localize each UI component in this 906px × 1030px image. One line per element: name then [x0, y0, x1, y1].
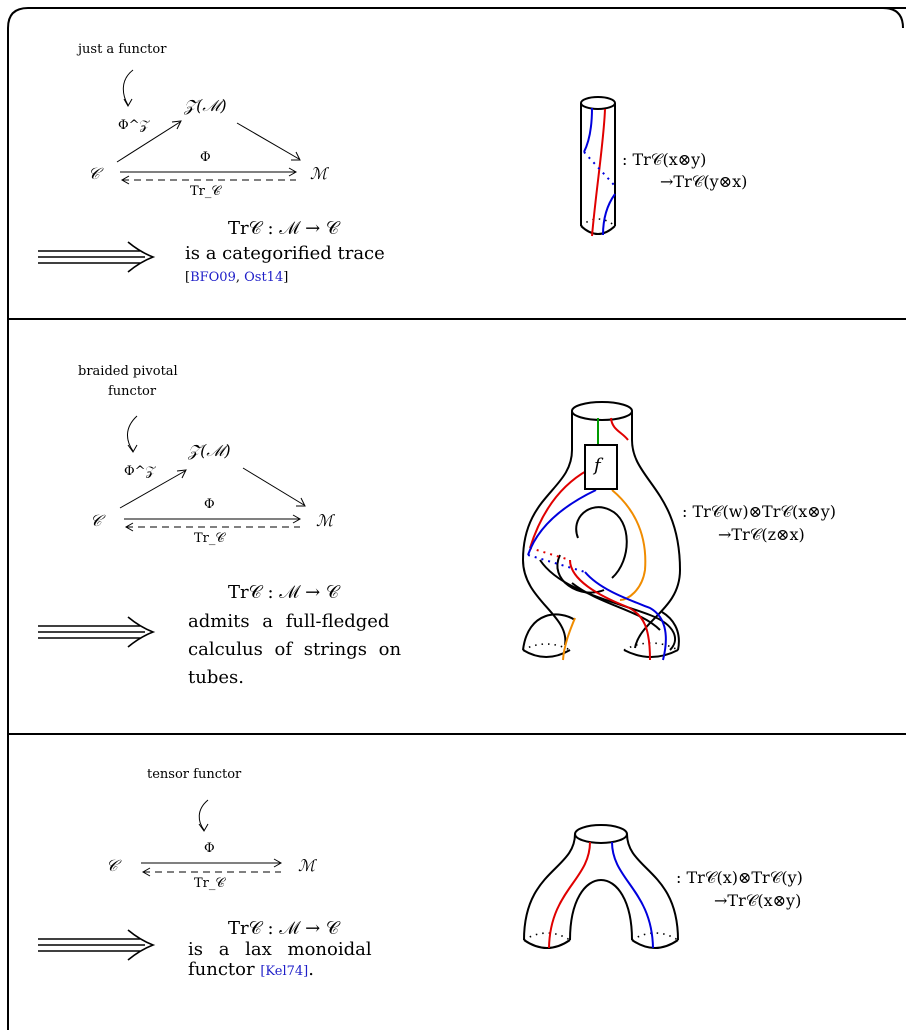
annotation-arrow: [122, 69, 134, 106]
cite-link-ost14[interactable]: Ost14: [244, 270, 284, 285]
panel2-map-line1: : Tr𝒞(w)⊗Tr𝒞(x⊗y): [682, 502, 836, 521]
panel1-arrow-lift-label: Φ^𝒵: [118, 118, 150, 133]
cite-link-bfo09[interactable]: BFO09: [190, 270, 236, 285]
panel3-statement-line3: functor [Kel74].: [188, 959, 314, 980]
panel2-statement-line3: calculus of strings on: [188, 639, 402, 660]
implies-arrow-3: [38, 929, 156, 961]
implies-arrow-1: [38, 241, 156, 273]
panel3-arrow-top-label: Φ: [204, 841, 215, 856]
red-string-top: [610, 417, 629, 441]
outer-border: [7, 7, 906, 1030]
panel2-arrow-top-label: Φ: [204, 497, 215, 512]
panel1-node-left: 𝒞: [88, 164, 100, 183]
orange-string: [611, 489, 647, 601]
panel2-node-center: 𝒵(ℳ): [188, 441, 231, 460]
panel1-node-center: 𝒵(ℳ): [184, 96, 227, 115]
arrow-forget: [236, 122, 300, 160]
annotation-arrow: [198, 799, 209, 831]
panel2-statement-line4: tubes.: [188, 667, 244, 688]
panel2-annotation-line1: braided pivotal: [78, 364, 178, 379]
panel1-map-line1: : Tr𝒞(x⊗y): [622, 150, 707, 169]
blue-string: [583, 107, 593, 153]
panel3-statement-line2: is a lax monoidal: [188, 939, 372, 960]
panel3-map-line2: →Tr𝒞(x⊗y): [714, 891, 802, 910]
panel3-diagram: [141, 799, 283, 877]
panel2-arrow-bottom-label: Tr_𝒞: [194, 531, 225, 546]
panel1-arrow-top-label: Φ: [200, 150, 211, 165]
panel2-node-right: ℳ: [316, 511, 334, 530]
annotation-arrow: [127, 415, 138, 452]
cite-link-kel74[interactable]: [Kel74]: [260, 964, 309, 979]
panel2-map-line2: →Tr𝒞(z⊗x): [718, 525, 805, 544]
panel3-arrow-bottom-label: Tr_𝒞: [194, 876, 225, 891]
panel1-commutative-diagram: [116, 69, 301, 185]
panel1-citation: [BFO09, Ost14]: [185, 270, 289, 285]
red-string: [548, 841, 591, 949]
cylinder-tube: [580, 96, 616, 237]
panel3-annotation: tensor functor: [147, 767, 242, 782]
panel2-annotation-line2: functor: [108, 384, 157, 399]
blue-string: [611, 841, 654, 949]
panel1-map-line2: →Tr𝒞(y⊗x): [660, 172, 748, 191]
blue-string: [527, 489, 597, 556]
panel1-annotation: just a functor: [78, 42, 167, 57]
panel1-statement-line1: Tr𝒞 : ℳ → 𝒞: [228, 218, 340, 239]
implies-arrow-2: [38, 616, 156, 648]
red-string: [591, 108, 606, 237]
braided-tube-surface: [521, 401, 682, 661]
panel2-box-label: f: [594, 455, 601, 476]
panel2-commutative-diagram: [119, 415, 306, 532]
arrow-lift: [116, 121, 181, 163]
panel2-statement-line1: Tr𝒞 : ℳ → 𝒞: [228, 582, 340, 603]
panel2-arrow-lift-label: Φ^𝒵: [124, 464, 156, 479]
panel3-statement-line1: Tr𝒞 : ℳ → 𝒞: [228, 918, 340, 939]
red-string: [529, 469, 589, 549]
morphism-box: [584, 444, 618, 490]
panel1-arrow-bottom-label: Tr_𝒞: [190, 184, 221, 199]
panel3-map-line1: : Tr𝒞(x)⊗Tr𝒞(y): [676, 868, 803, 887]
panel2-statement-line2: admits a full-fledged: [188, 611, 390, 632]
panel3-node-right: ℳ: [298, 856, 316, 875]
panel3-node-left: 𝒞: [106, 856, 118, 875]
panel2-node-left: 𝒞: [90, 511, 102, 530]
pair-of-pants-surface: [523, 824, 679, 949]
panel1-node-right: ℳ: [310, 164, 328, 183]
panel1-statement-line2: is a categorified trace: [185, 243, 385, 264]
